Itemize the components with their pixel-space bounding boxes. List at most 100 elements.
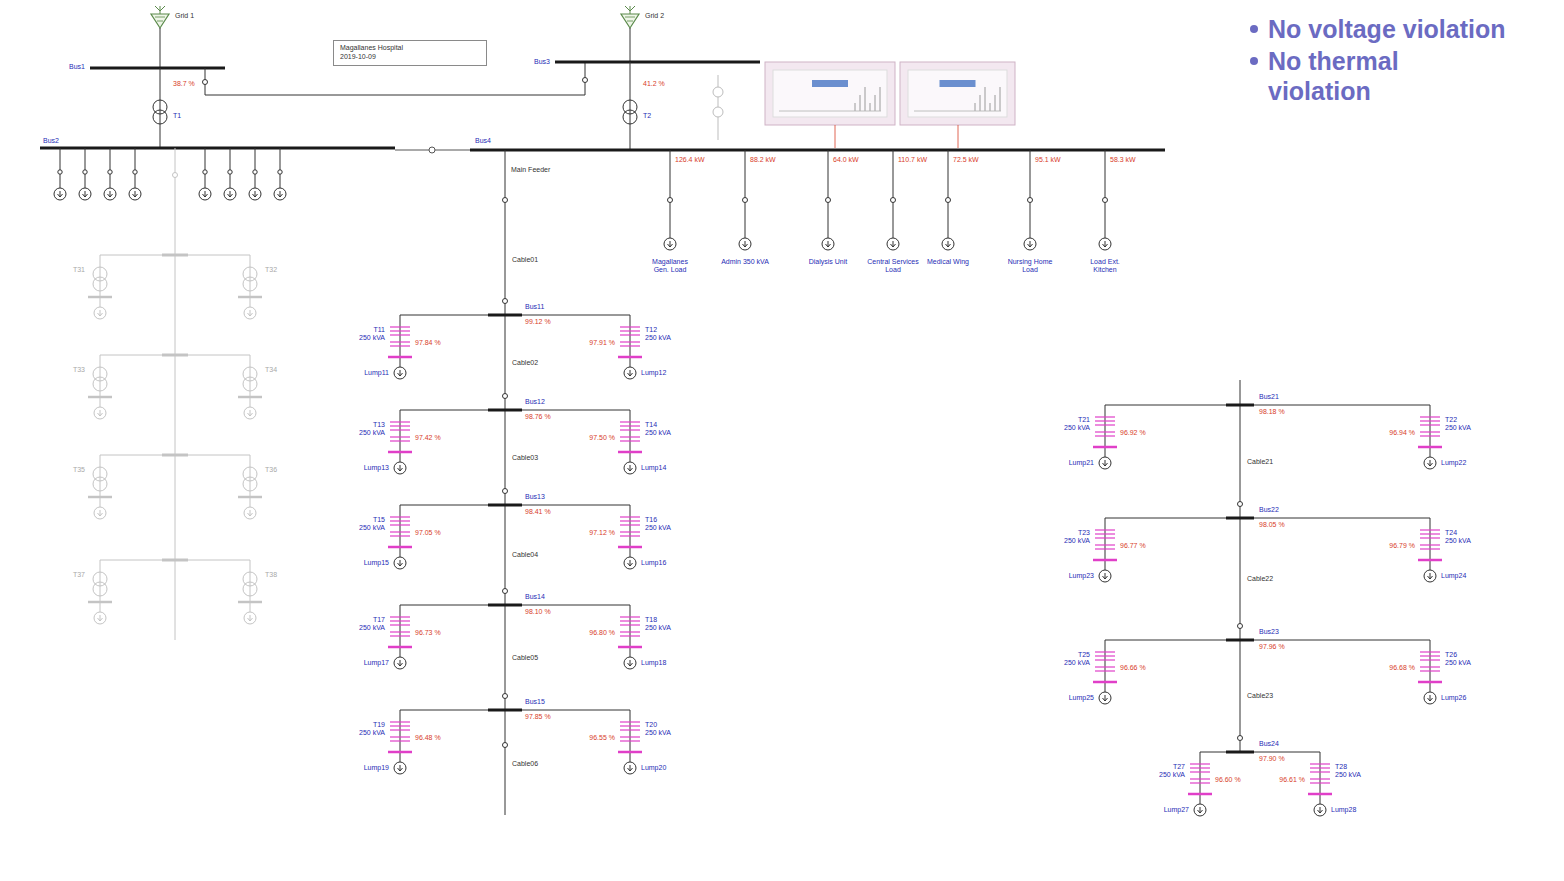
- transformer-symbol: [243, 582, 257, 596]
- element-label: Bus11: [524, 303, 545, 311]
- transformer-symbol: [1190, 778, 1210, 779]
- plot-bar: [865, 87, 866, 111]
- note-text: 2019-10-09: [340, 53, 480, 62]
- result-value: 41.2 %: [642, 80, 666, 88]
- load-symbol: [108, 194, 113, 197]
- annotation-box: Magallanes Hospital2019-10-09: [333, 40, 487, 66]
- load-symbol: [1099, 238, 1111, 250]
- transformer-symbol: [390, 535, 410, 536]
- wire: [280, 148, 281, 188]
- plot-panel: [900, 62, 1015, 125]
- disabled-label: T31: [72, 266, 86, 274]
- plot-area: [773, 70, 887, 117]
- element-label: Load Ext. Kitchen: [1078, 258, 1132, 273]
- element-label: Lump16: [640, 559, 667, 567]
- busbar: [162, 454, 188, 457]
- wire: [630, 710, 631, 762]
- wire: [1105, 518, 1430, 519]
- busbar: [618, 646, 642, 649]
- busbar: [488, 314, 522, 317]
- wire: [85, 148, 86, 188]
- bullet-mark: [1250, 25, 1258, 33]
- external-grid-symbol: [155, 6, 160, 11]
- result-value: 98.41 %: [524, 508, 552, 516]
- transformer-symbol: [390, 425, 410, 426]
- element-label: Lump20: [640, 764, 667, 772]
- load-symbol: [628, 768, 633, 771]
- busbar: [88, 496, 112, 499]
- wire: [1430, 405, 1431, 457]
- transformer-symbol: [1310, 782, 1330, 783]
- wire: [630, 505, 631, 557]
- busbar: [618, 751, 642, 754]
- plot-bar: [870, 103, 871, 111]
- breaker-symbol: [58, 170, 62, 174]
- transformer-symbol: [620, 524, 640, 525]
- element-label: 250 kVA: [1063, 424, 1091, 432]
- element-label: Nursing Home Load: [1003, 258, 1057, 273]
- transformer-symbol: [1420, 537, 1440, 538]
- wire: [893, 150, 894, 238]
- transformer-symbol: [620, 429, 640, 430]
- breaker-symbol: [503, 743, 508, 748]
- transformer-symbol: [620, 334, 640, 335]
- transformer-symbol: [390, 616, 410, 617]
- load-symbol: [79, 188, 91, 200]
- transformer-symbol: [620, 721, 640, 722]
- transformer-symbol: [1420, 666, 1440, 667]
- load-symbol: [98, 618, 103, 621]
- wire: [630, 605, 631, 657]
- element-label: Lump27: [1163, 806, 1190, 814]
- transformer-symbol: [1420, 420, 1440, 421]
- element-label: Cable05: [511, 654, 539, 662]
- load-symbol: [94, 612, 106, 624]
- load-symbol: [248, 513, 253, 516]
- element-label: Lump22: [1440, 459, 1467, 467]
- element-label: Lump17: [363, 659, 390, 667]
- load-symbol: [1198, 810, 1203, 813]
- element-label: Bus23: [1258, 628, 1280, 636]
- wire: [400, 410, 630, 411]
- busbar: [470, 149, 1165, 152]
- meter-symbol: [713, 87, 723, 97]
- transformer-symbol: [620, 345, 640, 346]
- transformer-symbol: [1095, 420, 1115, 421]
- transformer-symbol: [1420, 548, 1440, 549]
- transformer-symbol: [390, 729, 410, 730]
- wire: [1105, 640, 1430, 641]
- plot-bar: [880, 87, 881, 111]
- load-symbol: [394, 657, 406, 669]
- element-label: 250 kVA: [358, 524, 386, 532]
- breaker-symbol: [743, 198, 748, 203]
- load-symbol: [1028, 244, 1033, 247]
- wire: [400, 315, 630, 316]
- element-label: Lump18: [640, 659, 667, 667]
- result-value: 126.4 kW: [674, 156, 706, 164]
- transformer-symbol: [1095, 670, 1115, 671]
- diagram-art: [40, 6, 1442, 816]
- transformer-symbol: [390, 436, 410, 437]
- transformer-symbol: [1310, 763, 1330, 764]
- wire: [400, 605, 401, 657]
- element-label: 250 kVA: [1063, 659, 1091, 667]
- busbar: [1418, 446, 1442, 449]
- transformer-symbol: [1420, 655, 1440, 656]
- transformer-symbol: [390, 341, 410, 342]
- breaker-symbol: [253, 170, 257, 174]
- external-grid-symbol: [155, 17, 165, 18]
- load-symbol: [253, 194, 258, 197]
- busbar: [1308, 793, 1332, 796]
- disabled-label: T33: [72, 366, 86, 374]
- external-grid-symbol: [625, 6, 630, 11]
- note-text: No voltage violation: [1268, 14, 1506, 44]
- disabled-label: T35: [72, 466, 86, 474]
- load-symbol: [891, 244, 896, 247]
- transformer-symbol: [390, 725, 410, 726]
- element-label: T22: [1444, 416, 1458, 424]
- busbar: [162, 354, 188, 357]
- transformer-symbol: [243, 277, 257, 291]
- element-label: Magallanes Gen. Load: [643, 258, 697, 273]
- wire: [670, 150, 671, 238]
- breaker-symbol: [278, 170, 282, 174]
